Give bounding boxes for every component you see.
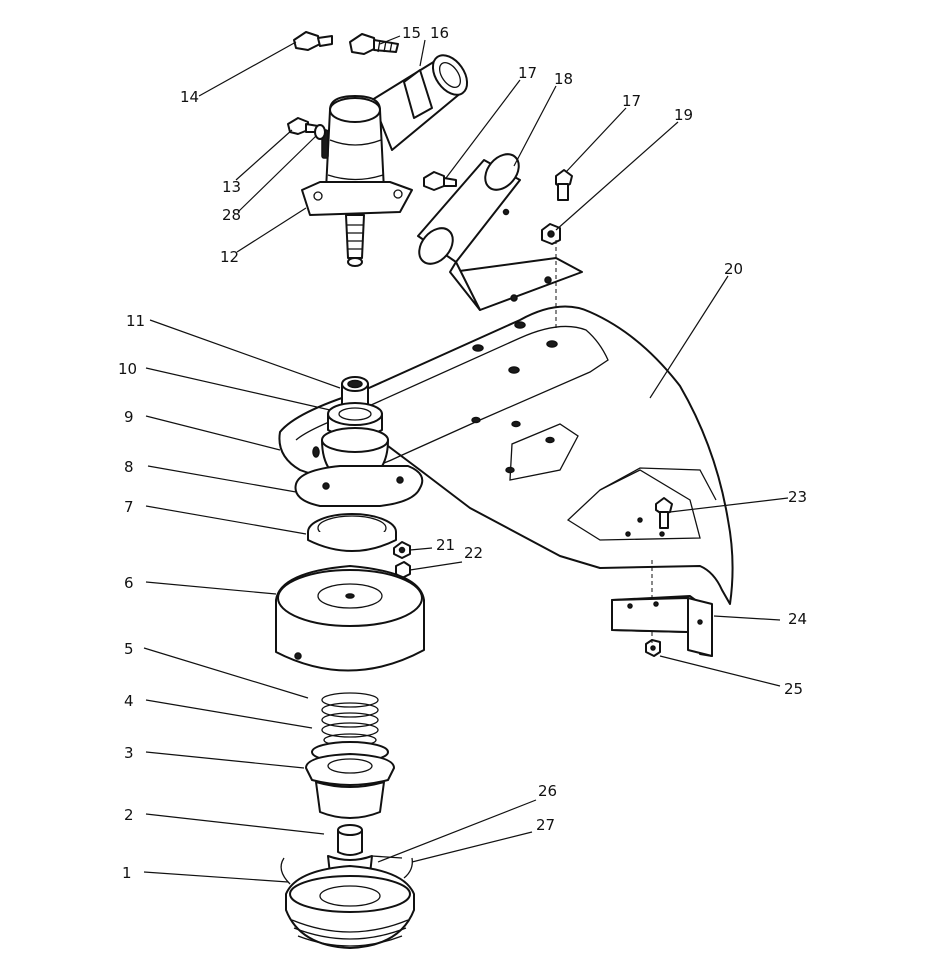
callout-16: 16 — [430, 24, 449, 42]
callout-1: 1 — [122, 864, 132, 882]
callout-18: 18 — [554, 70, 573, 88]
bolt-13 — [287, 117, 319, 135]
callout-19: 19 — [674, 106, 693, 124]
bracket-24 — [611, 595, 713, 657]
callout-13: 13 — [222, 178, 241, 196]
part-6-cover — [275, 565, 425, 672]
callout-7: 7 — [124, 498, 134, 516]
callout-15: 15 — [402, 24, 421, 42]
nut-25 — [645, 639, 661, 657]
callout-14: 14 — [180, 88, 199, 106]
part-21-nut — [393, 541, 411, 559]
callout-labels: 1 2 3 4 5 6 7 8 9 10 11 12 13 14 15 16 1… — [118, 24, 807, 882]
callout-6: 6 — [124, 574, 134, 592]
callout-22: 22 — [464, 544, 483, 562]
callout-26: 26 — [538, 782, 557, 800]
part-11-bushing — [341, 376, 369, 409]
callout-12: 12 — [220, 248, 239, 266]
part-1-head-housing — [285, 865, 415, 949]
callout-21: 21 — [436, 536, 455, 554]
callout-17-right: 17 — [622, 92, 641, 110]
callout-17-upper: 17 — [518, 64, 537, 82]
callout-9: 9 — [124, 408, 134, 426]
gearbox-assembly — [301, 54, 469, 267]
bolt-17-right — [555, 169, 573, 201]
callout-3: 3 — [124, 744, 134, 762]
callout-23: 23 — [788, 488, 807, 506]
callout-20: 20 — [724, 260, 743, 278]
washer-28 — [314, 124, 326, 140]
callout-2: 2 — [124, 806, 134, 824]
leader-lines — [143, 35, 789, 883]
part-7-seal — [307, 513, 397, 552]
callout-10: 10 — [118, 360, 137, 378]
part-8-plate — [294, 465, 424, 507]
nut-19 — [541, 223, 561, 245]
callout-24: 24 — [788, 610, 807, 628]
callout-11: 11 — [126, 312, 145, 330]
callout-4: 4 — [124, 692, 134, 710]
callout-5: 5 — [124, 640, 134, 658]
callout-25: 25 — [784, 680, 803, 698]
part-5-spring — [321, 692, 379, 747]
callout-8: 8 — [124, 458, 134, 476]
clamp-bracket — [417, 153, 583, 311]
callout-28: 28 — [222, 206, 241, 224]
bolt-15 — [349, 33, 399, 55]
part-3-spool — [305, 753, 395, 819]
callout-27: 27 — [536, 816, 555, 834]
bolt-14 — [293, 31, 333, 51]
bolt-17-left — [423, 171, 457, 191]
